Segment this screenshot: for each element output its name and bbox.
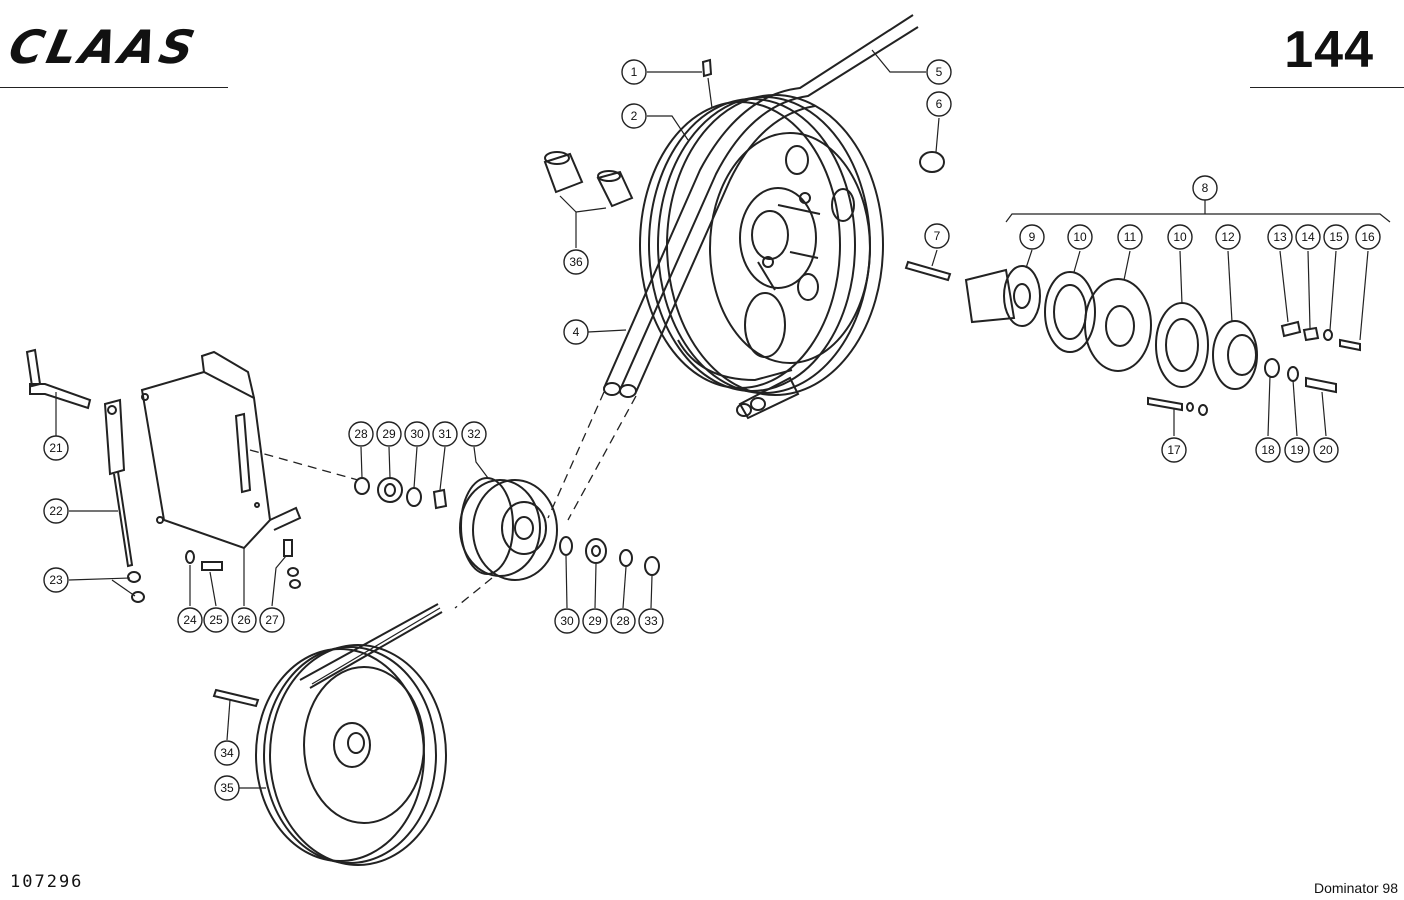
svg-text:6: 6	[936, 97, 943, 111]
callout-4: 4	[563, 319, 589, 345]
callout-7: 7	[924, 223, 950, 249]
callout-12: 12	[1215, 224, 1241, 250]
callout-2: 2	[621, 103, 647, 129]
svg-text:8: 8	[1202, 181, 1209, 195]
svg-text:16: 16	[1361, 230, 1375, 244]
callout-34: 34	[214, 740, 240, 766]
callout-31: 31	[432, 421, 458, 447]
callout-27: 27	[259, 607, 285, 633]
svg-text:22: 22	[49, 504, 63, 518]
svg-text:30: 30	[560, 614, 574, 628]
svg-text:31: 31	[438, 427, 452, 441]
svg-text:32: 32	[467, 427, 481, 441]
svg-text:9: 9	[1029, 230, 1036, 244]
slip-clutch-assembly	[964, 265, 1361, 416]
svg-text:27: 27	[265, 613, 279, 627]
callout-20: 20	[1313, 437, 1339, 463]
callout-32: 32	[461, 421, 487, 447]
callout-29b: 29	[582, 608, 608, 634]
callout-13: 13	[1267, 224, 1293, 250]
svg-text:29: 29	[588, 614, 602, 628]
callout-25: 25	[203, 607, 229, 633]
callout-5: 5	[926, 59, 952, 85]
header-rule-right	[1250, 87, 1404, 88]
header-rule-left	[0, 87, 228, 88]
svg-text:21: 21	[49, 441, 63, 455]
callout-21: 21	[43, 435, 69, 461]
svg-text:14: 14	[1301, 230, 1315, 244]
svg-text:7: 7	[934, 229, 941, 243]
callout-14: 14	[1295, 224, 1321, 250]
leader-lines	[55, 49, 1391, 789]
svg-text:35: 35	[220, 781, 234, 795]
svg-text:26: 26	[237, 613, 251, 627]
page-number: 144	[1284, 21, 1374, 79]
callout-30a: 30	[404, 421, 430, 447]
svg-text:11: 11	[1124, 230, 1137, 244]
callout-36: 36	[563, 249, 589, 275]
callout-35: 35	[214, 775, 240, 801]
large-pulley	[639, 94, 884, 396]
model-name: Dominator 98	[1313, 880, 1398, 896]
svg-text:29: 29	[382, 427, 396, 441]
callout-24: 24	[177, 607, 203, 633]
svg-text:4: 4	[573, 325, 580, 339]
lower-pulley	[255, 603, 447, 866]
drawing-number: 107296	[10, 872, 84, 892]
callout-19: 19	[1284, 437, 1310, 463]
svg-text:33: 33	[644, 614, 658, 628]
svg-text:25: 25	[209, 613, 223, 627]
callout-16: 16	[1355, 224, 1381, 250]
svg-text:36: 36	[569, 255, 583, 269]
callout-10a: 10	[1067, 224, 1093, 250]
callout-9: 9	[1019, 224, 1045, 250]
callout-33: 33	[638, 608, 664, 634]
svg-text:5: 5	[936, 65, 943, 79]
svg-text:19: 19	[1290, 443, 1304, 457]
svg-text:13: 13	[1273, 230, 1287, 244]
svg-text:12: 12	[1221, 230, 1235, 244]
callout-28b: 28	[610, 608, 636, 634]
svg-text:10: 10	[1173, 230, 1187, 244]
tension-bolt	[25, 348, 145, 603]
callout-6: 6	[926, 91, 952, 117]
bracket	[140, 350, 302, 550]
callout-17: 17	[1161, 437, 1187, 463]
svg-text:24: 24	[183, 613, 197, 627]
callout-22: 22	[43, 498, 69, 524]
callout-10b: 10	[1167, 224, 1193, 250]
svg-text:20: 20	[1319, 443, 1333, 457]
svg-text:17: 17	[1167, 443, 1181, 457]
callout-11: 11	[1117, 224, 1143, 250]
bushings	[543, 151, 634, 248]
callout-26: 26	[231, 607, 257, 633]
v-belt-4	[603, 14, 919, 420]
callout-29a: 29	[376, 421, 402, 447]
svg-text:2: 2	[631, 109, 638, 123]
svg-text:28: 28	[616, 614, 630, 628]
svg-text:18: 18	[1261, 443, 1275, 457]
callout-15: 15	[1323, 224, 1349, 250]
svg-text:10: 10	[1073, 230, 1087, 244]
svg-text:28: 28	[354, 427, 368, 441]
idler-pulley	[459, 477, 558, 581]
svg-text:34: 34	[220, 746, 234, 760]
callout-18: 18	[1255, 437, 1281, 463]
callout-30b: 30	[554, 608, 580, 634]
svg-text:15: 15	[1329, 230, 1343, 244]
svg-text:30: 30	[410, 427, 424, 441]
callout-8: 8	[1192, 175, 1218, 201]
callout-28a: 28	[348, 421, 374, 447]
svg-text:1: 1	[631, 65, 638, 79]
svg-text:23: 23	[49, 573, 63, 587]
callout-1: 1	[621, 59, 647, 85]
callout-23: 23	[43, 567, 69, 593]
